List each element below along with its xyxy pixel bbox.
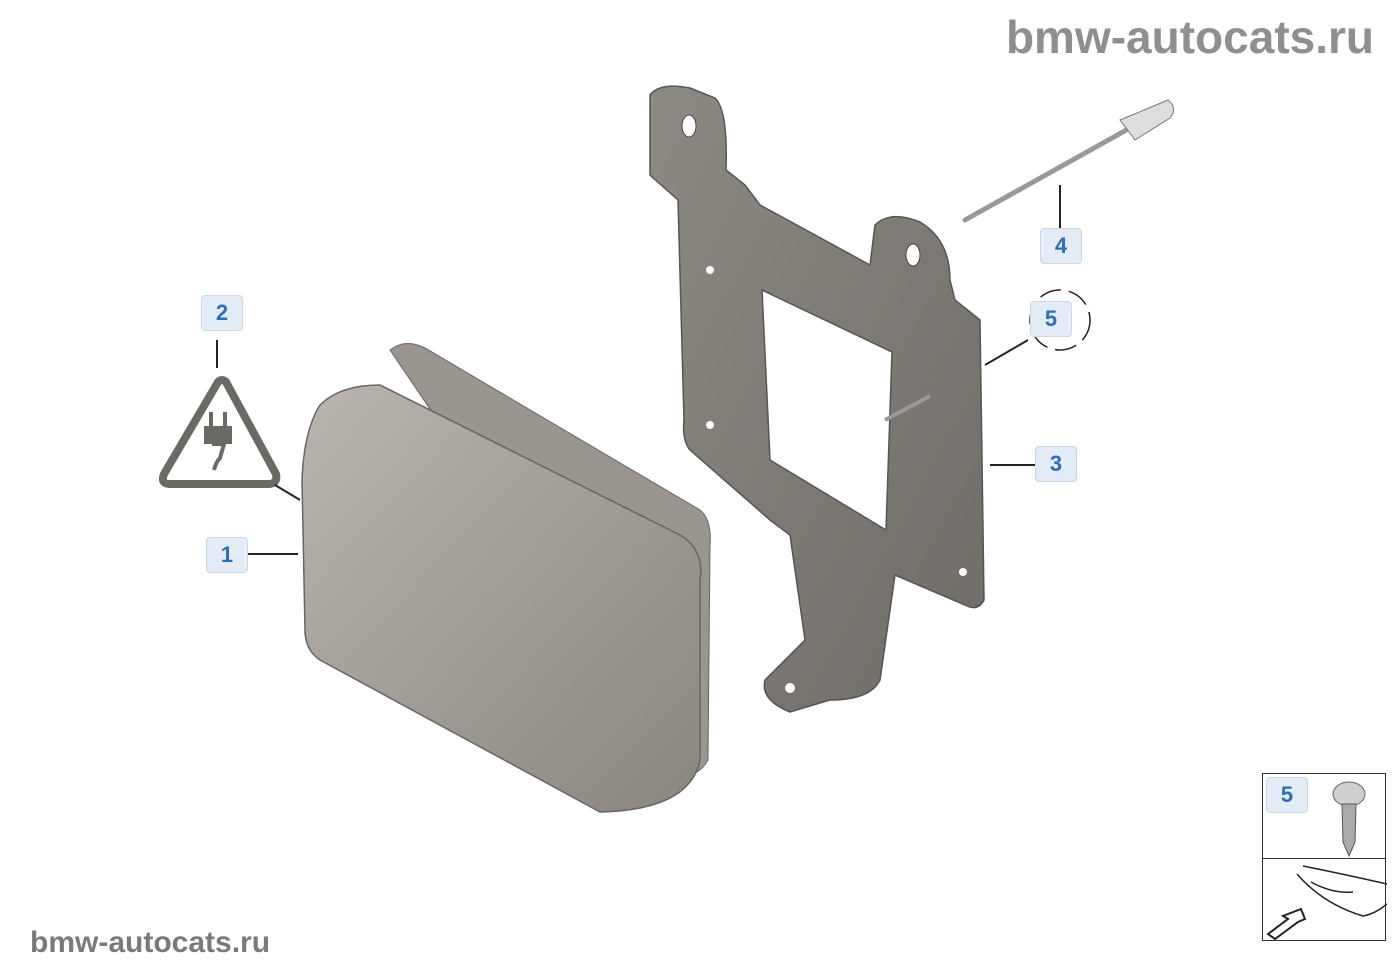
inset-divider: [1263, 858, 1385, 859]
inset-callout-5[interactable]: 5: [1266, 777, 1308, 813]
blind-rivet[interactable]: [884, 99, 1174, 422]
screw-icon: [1332, 781, 1366, 858]
callout-5[interactable]: 5: [1030, 301, 1072, 337]
control-unit-housing[interactable]: [301, 343, 711, 813]
watermark-top: bmw-autocats.ru: [1005, 11, 1374, 63]
callout-3[interactable]: 3: [1035, 446, 1077, 482]
car-front-arrow-icon: [1266, 865, 1387, 941]
callout-1[interactable]: 1: [206, 537, 248, 573]
electrical-warning-icon: [158, 376, 281, 488]
screw-inset-panel: 5: [1262, 773, 1387, 941]
callout-4[interactable]: 4: [1040, 228, 1082, 264]
leader-lines: [216, 185, 1061, 555]
watermark-bottom: bmw-autocats.ru: [30, 926, 271, 959]
mounting-bracket[interactable]: [649, 85, 985, 713]
callout-2[interactable]: 2: [201, 295, 243, 331]
